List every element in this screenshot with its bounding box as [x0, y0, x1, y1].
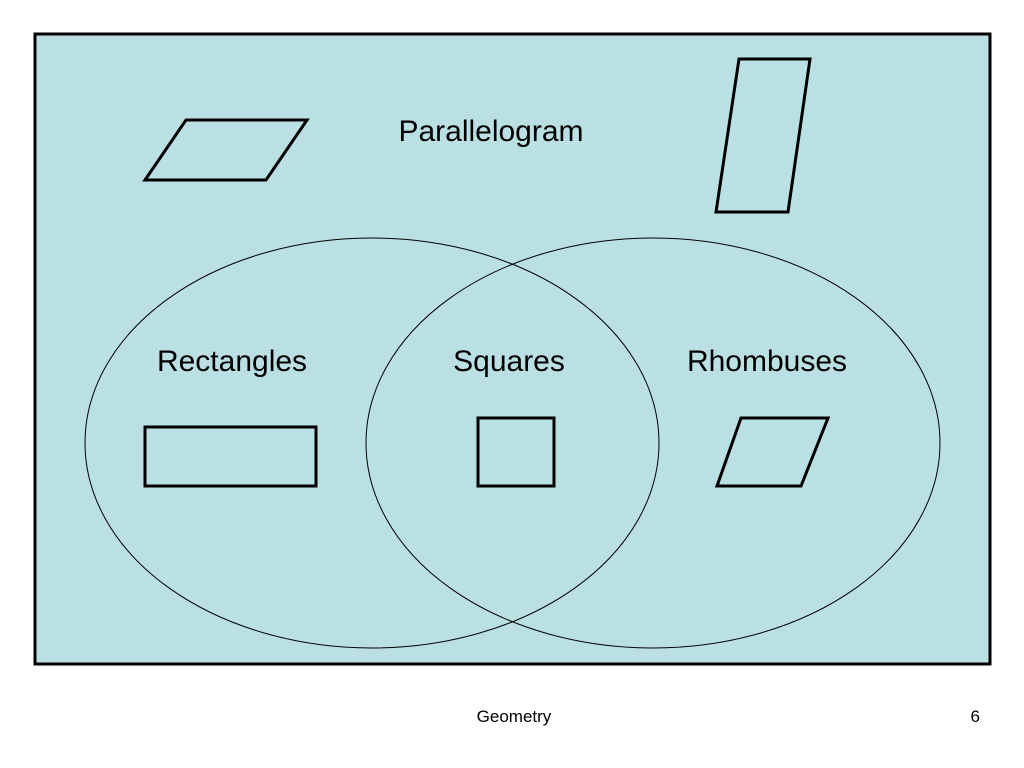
rectangles-set-circle [84, 237, 660, 649]
tall-parallelogram-icon [714, 57, 812, 214]
rectangle-icon [143, 425, 318, 488]
page-number: 6 [970, 707, 980, 726]
squares-label: Squares [453, 345, 565, 378]
rhombuses-set-circle [365, 237, 941, 649]
rhombus-icon [714, 416, 831, 488]
rhombuses-label: Rhombuses [687, 345, 847, 378]
footer-title: Geometry [476, 707, 552, 726]
parallelogram-label: Parallelogram [398, 115, 583, 148]
parallelogram-region [33, 32, 992, 666]
rectangles-label: Rectangles [157, 345, 307, 378]
parallelogram-icon [142, 118, 310, 182]
square-icon [476, 416, 556, 488]
